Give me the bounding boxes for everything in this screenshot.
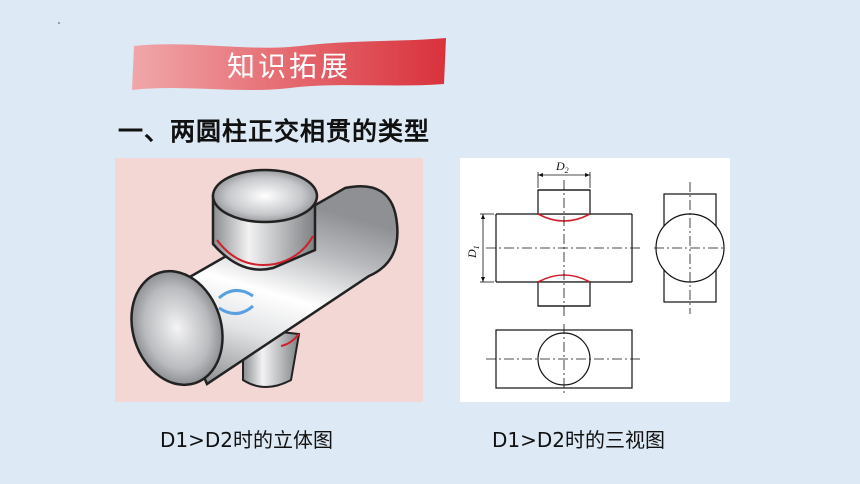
svg-text:D1: D1 xyxy=(465,245,481,259)
decoration-dot xyxy=(58,22,60,24)
section-banner: 知识拓展 xyxy=(130,36,448,94)
d1-subscript: 1 xyxy=(472,245,481,249)
d1-label: D xyxy=(465,249,479,259)
d2-label: D xyxy=(555,159,565,173)
isometric-view-panel xyxy=(115,158,423,402)
orthographic-views-panel: D2 D1 xyxy=(460,158,730,402)
watermark-swirl-icon xyxy=(218,289,254,300)
caption-three-views: D1>D2时的三视图 xyxy=(492,428,666,452)
three-views-drawing: D2 D1 xyxy=(465,159,726,394)
d2-subscript: 2 xyxy=(565,166,569,175)
banner-title: 知识拓展 xyxy=(226,50,351,83)
svg-text:D2: D2 xyxy=(555,159,569,175)
page-heading: 一、两圆柱正交相贯的类型 xyxy=(118,117,431,146)
caption-isometric: D1>D2时的立体图 xyxy=(160,428,334,452)
isometric-cylinders-figure xyxy=(130,168,399,388)
banner-ribbon-shape xyxy=(132,38,446,90)
